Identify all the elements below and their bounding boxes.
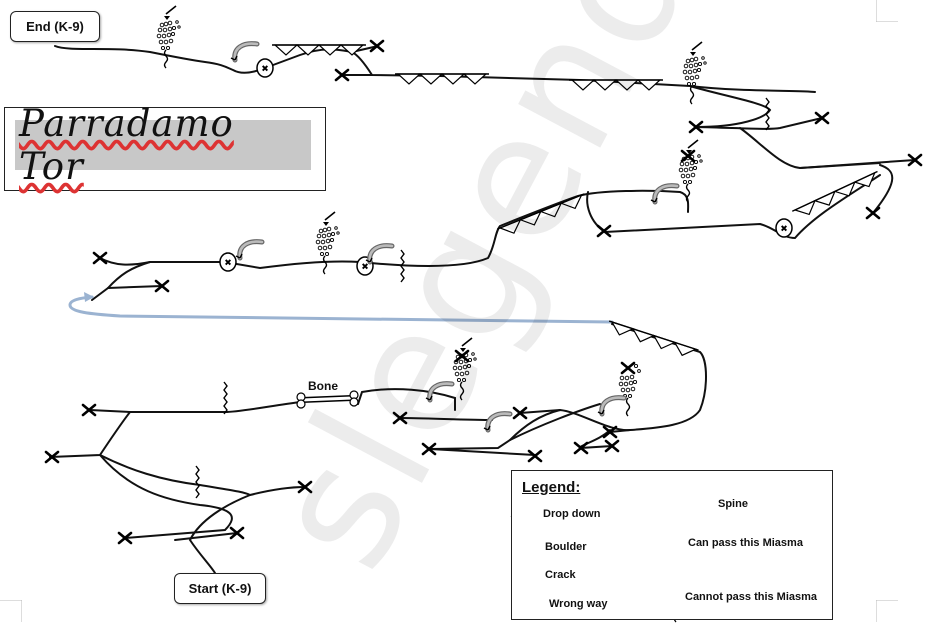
miasma-pass-icon: [682, 41, 708, 105]
legend-item-drop-down: Drop down: [543, 508, 601, 520]
drop-down-icon: [366, 246, 392, 262]
legend-title: Legend:: [522, 479, 581, 496]
connector-path: [68, 295, 614, 324]
corner-mark: [0, 600, 22, 622]
title-box: Parradamo Tor: [4, 102, 326, 191]
wrong-way-icon: [527, 449, 543, 463]
legend-item-cannot-pass: Cannot pass this Miasma: [685, 591, 818, 603]
drop-down-icon: [484, 414, 510, 430]
legend: Legend: Drop down Boulder Crack Wrong wa…: [511, 470, 833, 620]
crack-icon: [223, 381, 228, 415]
wrong-way-icon: [865, 206, 881, 220]
spine-icon: [791, 170, 883, 222]
miasma-pass-icon: [452, 337, 478, 401]
boulder-icon: [219, 252, 237, 272]
drop-down-icon: [231, 44, 257, 60]
drop-down-icon: [598, 398, 624, 414]
crack-icon: [195, 465, 200, 499]
drop-down-icon: [651, 186, 677, 202]
corner-mark: [876, 0, 898, 22]
spine-icon: [605, 320, 700, 361]
legend-item-crack: Crack: [545, 569, 576, 581]
map-title: Parradamo Tor: [19, 102, 234, 188]
end-label: End (K-9): [10, 11, 100, 42]
bone-icon: [296, 390, 359, 409]
title-highlight: Parradamo Tor: [15, 102, 311, 188]
legend-item-can-pass: Can pass this Miasma: [688, 537, 803, 549]
spine-icon: [496, 193, 589, 240]
bone-label: Bone: [308, 379, 338, 393]
legend-item-spine: Spine: [718, 498, 748, 510]
wrong-way-icon: [454, 349, 470, 363]
boulder-icon: [256, 58, 274, 78]
drop-down-icon: [236, 242, 262, 258]
miasma-pass-icon: [315, 211, 341, 275]
corner-mark: [876, 600, 898, 622]
drop-down-icon: [426, 384, 452, 400]
miasma-pass-icon: [156, 5, 181, 69]
boulder-icon: [775, 218, 793, 238]
legend-item-wrong-way: Wrong way: [549, 598, 608, 610]
middle-route: [91, 174, 881, 301]
wrong-way-icon: [92, 251, 108, 265]
connector-arrow-icon: [84, 292, 94, 302]
wrong-way-icon: [369, 39, 385, 53]
lower-route: [49, 323, 707, 574]
start-label: Start (K-9): [174, 573, 266, 604]
legend-item-boulder: Boulder: [545, 541, 587, 553]
miasma-block-icon: [619, 363, 640, 416]
